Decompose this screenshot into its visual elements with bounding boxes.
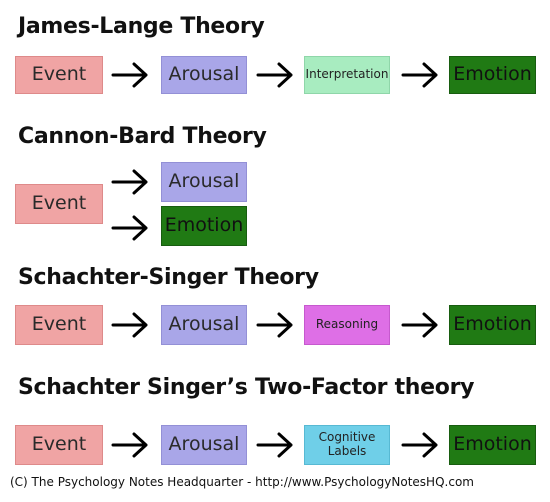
cannon-bard-arousal-box: Arousal	[161, 162, 247, 202]
arrow-right-icon	[111, 169, 148, 195]
two-factor-cognitive-labels-box: Cognitive Labels	[304, 425, 390, 465]
copyright-footer: (C) The Psychology Notes Headquarter - h…	[10, 475, 474, 489]
james-lange-title: James-Lange Theory	[18, 14, 265, 39]
james-lange-event-box: Event	[15, 56, 103, 94]
schachter-singer-title: Schachter-Singer Theory	[18, 265, 319, 290]
two-factor-title: Schachter Singer’s Two-Factor theory	[18, 375, 475, 400]
arrow-right-icon	[401, 62, 438, 88]
cannon-bard-event-box: Event	[15, 184, 103, 224]
arrow-right-icon	[256, 62, 293, 88]
arrow-right-icon	[256, 312, 293, 338]
schachter-singer-arousal-box: Arousal	[161, 305, 247, 345]
cannon-bard-emotion-box: Emotion	[161, 206, 247, 246]
schachter-singer-event-box: Event	[15, 305, 103, 345]
arrow-right-icon	[401, 432, 438, 458]
james-lange-emotion-box: Emotion	[449, 56, 536, 94]
two-factor-event-box: Event	[15, 425, 103, 465]
arrow-right-icon	[401, 312, 438, 338]
arrow-right-icon	[111, 312, 148, 338]
cannon-bard-title: Cannon-Bard Theory	[18, 124, 267, 149]
arrow-right-icon	[111, 215, 148, 241]
schachter-singer-reasoning-box: Reasoning	[304, 305, 390, 345]
schachter-singer-emotion-box: Emotion	[449, 305, 536, 345]
arrow-right-icon	[256, 432, 293, 458]
arrow-right-icon	[111, 432, 148, 458]
james-lange-interpretation-box: Interpretation	[304, 56, 390, 94]
two-factor-arousal-box: Arousal	[161, 425, 247, 465]
arrow-right-icon	[111, 62, 148, 88]
james-lange-arousal-box: Arousal	[161, 56, 247, 94]
two-factor-emotion-box: Emotion	[449, 425, 536, 465]
